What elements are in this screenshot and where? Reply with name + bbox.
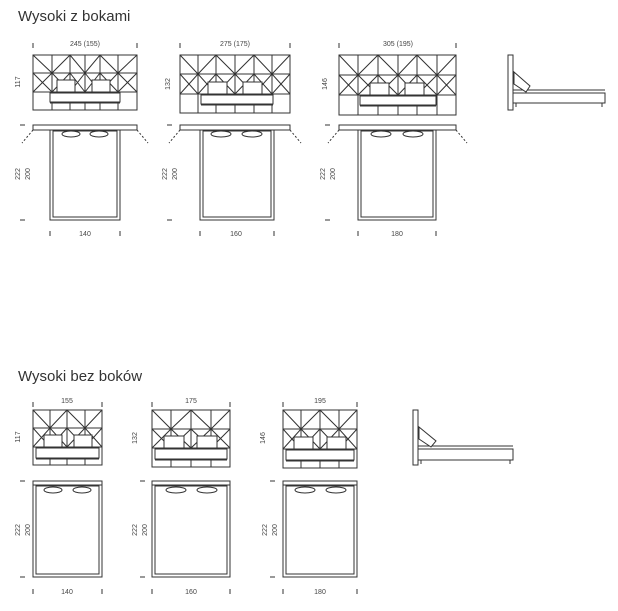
height-label-1: 117 bbox=[15, 76, 22, 87]
width-label-2: 275 (175) bbox=[220, 41, 250, 48]
bed-front-view-2 bbox=[179, 43, 291, 114]
section-title-with-sides: Wysoki z bokami bbox=[18, 8, 131, 25]
width-label-6: 195 bbox=[314, 398, 326, 405]
bed-top-view-2 bbox=[167, 124, 302, 236]
bed-top-view-6 bbox=[270, 480, 358, 594]
mattress-width-label-3: 180 bbox=[391, 231, 403, 238]
length-outer-label-6: 222 bbox=[262, 524, 269, 536]
length-inner-label-1: 200 bbox=[25, 168, 32, 180]
height-label-2: 132 bbox=[165, 78, 172, 90]
mattress-width-label-2: 160 bbox=[230, 231, 242, 238]
height-label-5: 132 bbox=[132, 432, 139, 444]
bed-front-view-3 bbox=[338, 43, 457, 116]
width-label-4: 155 bbox=[61, 398, 73, 405]
mattress-width-label-1: 140 bbox=[79, 231, 91, 238]
length-outer-label-3: 222 bbox=[320, 168, 327, 180]
bed-front-view-4 bbox=[32, 402, 103, 466]
length-outer-label-1: 222 bbox=[15, 168, 22, 180]
height-label-6: 146 bbox=[260, 432, 267, 444]
length-outer-label-4: 222 bbox=[15, 524, 22, 536]
width-label-3: 305 (195) bbox=[383, 41, 413, 48]
length-inner-label-2: 200 bbox=[172, 168, 179, 180]
height-label-3: 146 bbox=[322, 78, 329, 90]
width-label-5: 175 bbox=[185, 398, 197, 405]
mattress-width-label-6: 180 bbox=[314, 589, 326, 596]
bed-side-view-1 bbox=[507, 54, 606, 111]
width-label-1: 245 (155) bbox=[70, 41, 100, 48]
length-outer-label-2: 222 bbox=[162, 168, 169, 180]
bed-front-view-6 bbox=[282, 402, 358, 469]
section-title-without-sides: Wysoki bez boków bbox=[18, 368, 143, 385]
length-inner-label-4: 200 bbox=[25, 524, 32, 536]
bed-front-view-5 bbox=[151, 402, 231, 468]
mattress-width-label-5: 160 bbox=[185, 589, 197, 596]
height-label-4: 117 bbox=[15, 431, 22, 442]
length-outer-label-5: 222 bbox=[132, 524, 139, 536]
bed-top-view-3 bbox=[325, 124, 468, 236]
length-inner-label-6: 200 bbox=[272, 524, 279, 536]
length-inner-label-3: 200 bbox=[330, 168, 337, 180]
bed-top-view-1 bbox=[20, 124, 149, 236]
bed-side-view-2 bbox=[412, 409, 514, 466]
length-inner-label-5: 200 bbox=[142, 524, 149, 536]
bed-front-view-1 bbox=[32, 43, 138, 111]
bed-top-view-4 bbox=[20, 480, 103, 594]
bed-top-view-5 bbox=[140, 480, 231, 594]
mattress-width-label-4: 140 bbox=[61, 589, 73, 596]
